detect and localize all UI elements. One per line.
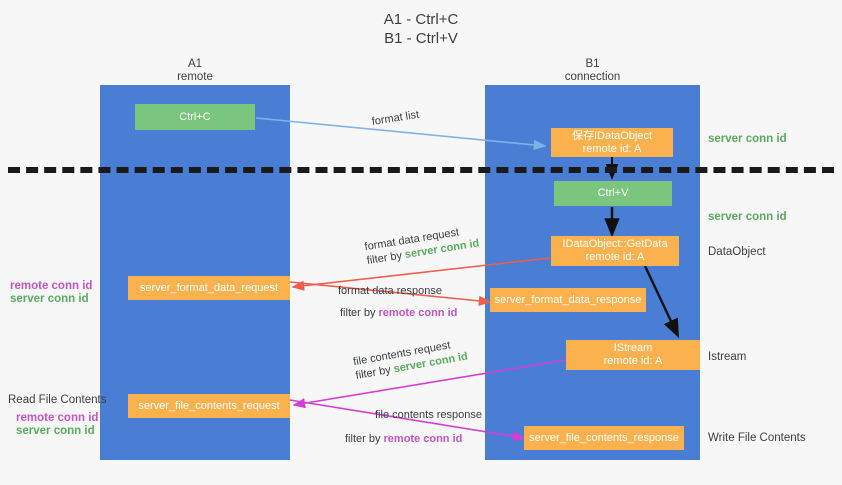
edge-label-file-contents-response-line2: filter by remote conn id (345, 432, 482, 446)
right-label-write-file-contents: Write File Contents (708, 432, 806, 444)
right-label-istream: Istream (708, 351, 747, 363)
node-ctrl-c[interactable]: Ctrl+C (135, 104, 255, 130)
right-label-dataobject: DataObject (708, 246, 766, 258)
filter-by-prefix: filter by (345, 433, 384, 445)
filter-by-prefix: filter by (340, 307, 379, 319)
right-label-server-conn-id-top: server conn id (708, 133, 787, 145)
edge-label-format-data-response-line2: filter by remote conn id (340, 306, 457, 320)
left-label-remote-conn-id-upper: remote conn id (10, 280, 93, 292)
node-save-idataobject[interactable]: 保存IDataObject remote id: A (551, 128, 673, 157)
node-server-file-contents-response[interactable]: server_file_contents_response (524, 426, 684, 450)
edge-label-format-data-request: format data request filter by server con… (364, 223, 481, 268)
node-ctrl-v[interactable]: Ctrl+V (554, 181, 672, 206)
edge-label-file-contents-request: file contents request filter by server c… (352, 336, 469, 383)
edge-label-format-data-response: format data response filter by remote co… (338, 284, 457, 320)
edge-label-file-contents-response-line1: file contents response (375, 409, 483, 421)
left-label-remote-conn-id-lower: remote conn id (16, 412, 99, 424)
left-label-read-file-contents: Read File Contents (8, 394, 107, 406)
node-server-format-data-request[interactable]: server_format_data_request (128, 276, 290, 300)
left-label-server-conn-id-lower: server conn id (16, 425, 95, 437)
node-server-file-contents-request[interactable]: server_file_contents_request (128, 394, 290, 418)
edge-label-format-data-response-line1: format data response (338, 285, 442, 297)
filter-by-value: remote conn id (383, 433, 463, 445)
node-istream[interactable]: IStream remote id: A (566, 340, 700, 370)
edge-label-file-contents-response: file contents response filter by remote … (345, 408, 482, 446)
node-server-format-data-response[interactable]: server_format_data_response (490, 288, 646, 312)
column-header-a1: A1 remote (177, 58, 213, 83)
phase-divider (8, 167, 834, 173)
column-header-b1: B1 connection (564, 58, 621, 83)
filter-by-value: remote conn id (378, 307, 458, 319)
diagram-title: A1 - Ctrl+C B1 - Ctrl+V (383, 11, 459, 47)
right-label-server-conn-id-mid: server conn id (708, 211, 787, 223)
edge-label-format-list-text: format list (370, 108, 420, 129)
edge-label-format-list: format list (371, 108, 420, 129)
left-label-server-conn-id-upper: server conn id (10, 293, 89, 305)
node-idataobject-getdata[interactable]: IDataObject::GetData remote id: A (551, 236, 679, 266)
